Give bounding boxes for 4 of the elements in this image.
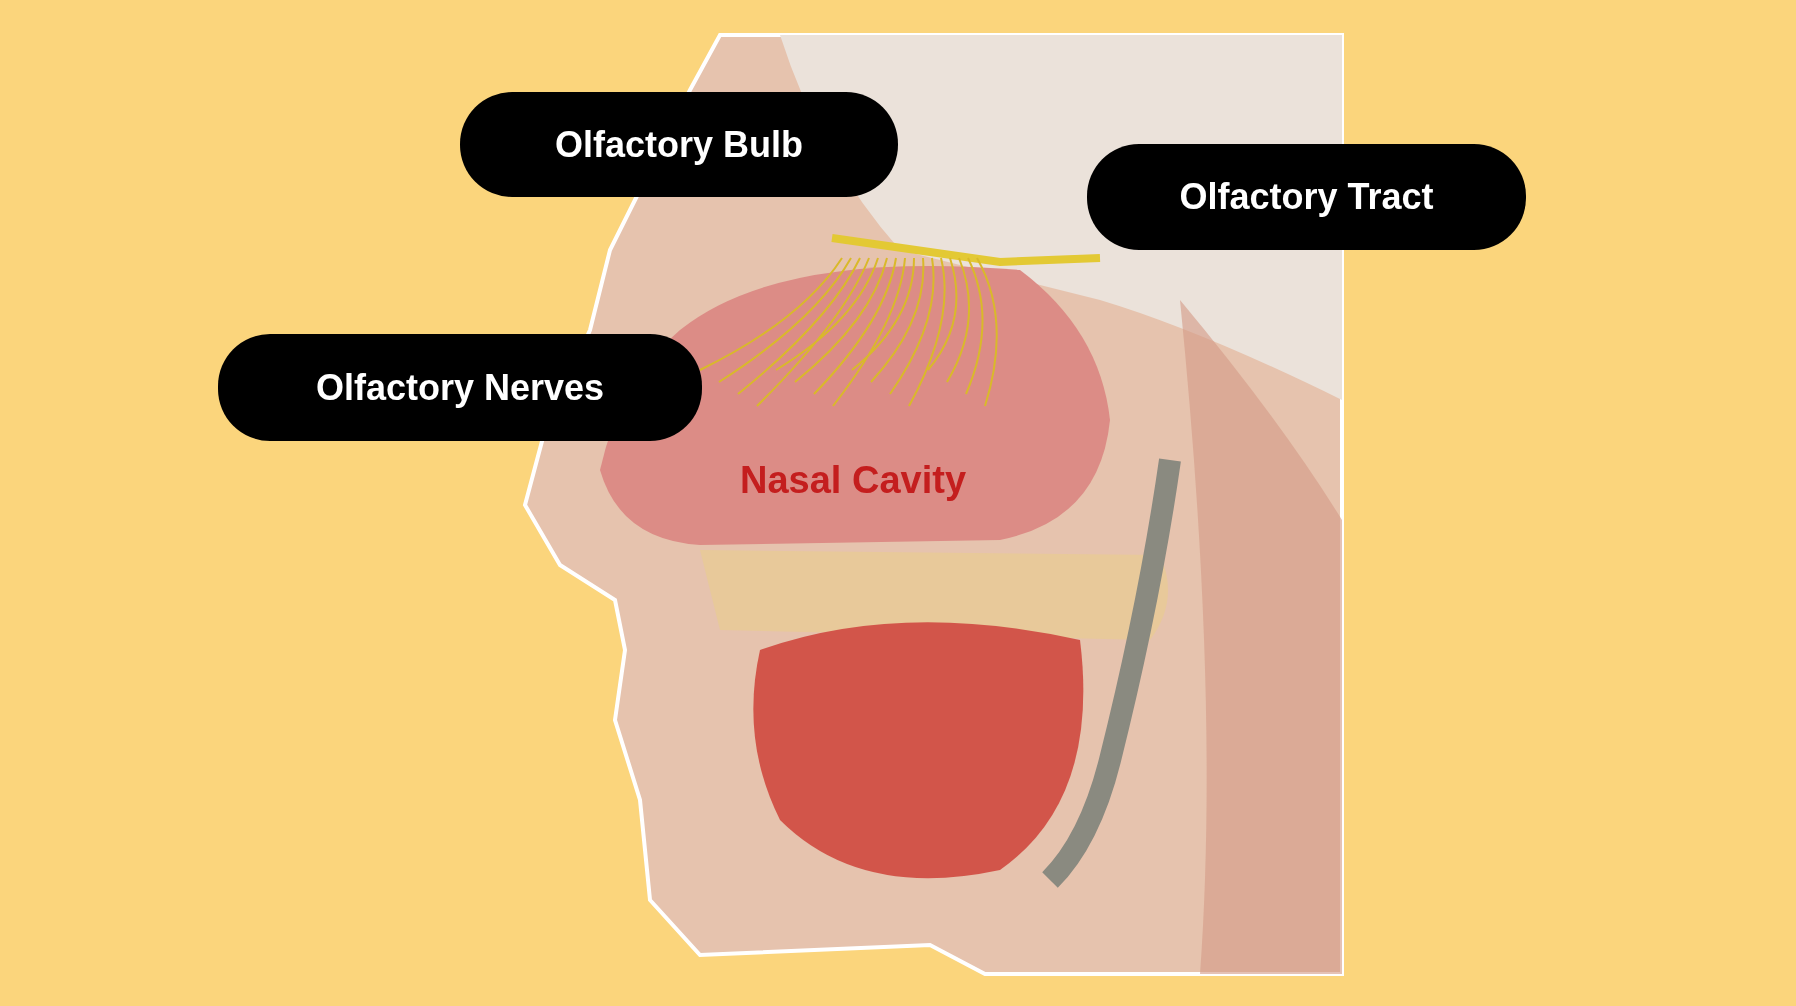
label-pill: Olfactory Bulb xyxy=(460,92,898,197)
label-pill: Olfactory Nerves xyxy=(218,334,702,441)
region-label: Nasal Cavity xyxy=(740,458,966,503)
label-pill: Olfactory Tract xyxy=(1087,144,1526,250)
